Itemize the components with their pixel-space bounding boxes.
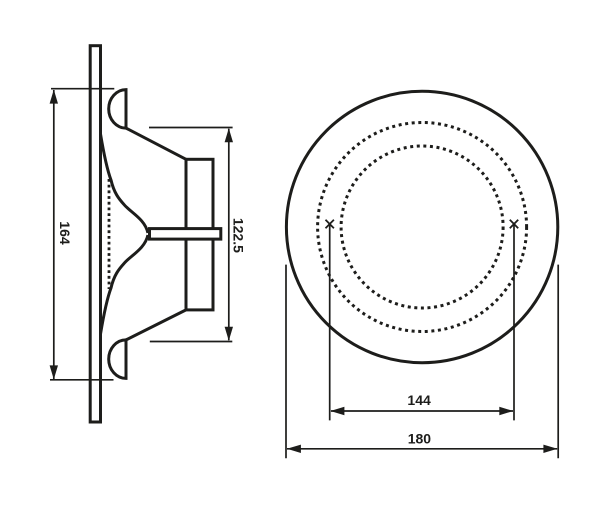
svg-text:180: 180 (408, 431, 432, 447)
svg-text:164: 164 (57, 221, 73, 245)
svg-text:122.5: 122.5 (231, 218, 247, 253)
svg-text:144: 144 (407, 392, 431, 408)
